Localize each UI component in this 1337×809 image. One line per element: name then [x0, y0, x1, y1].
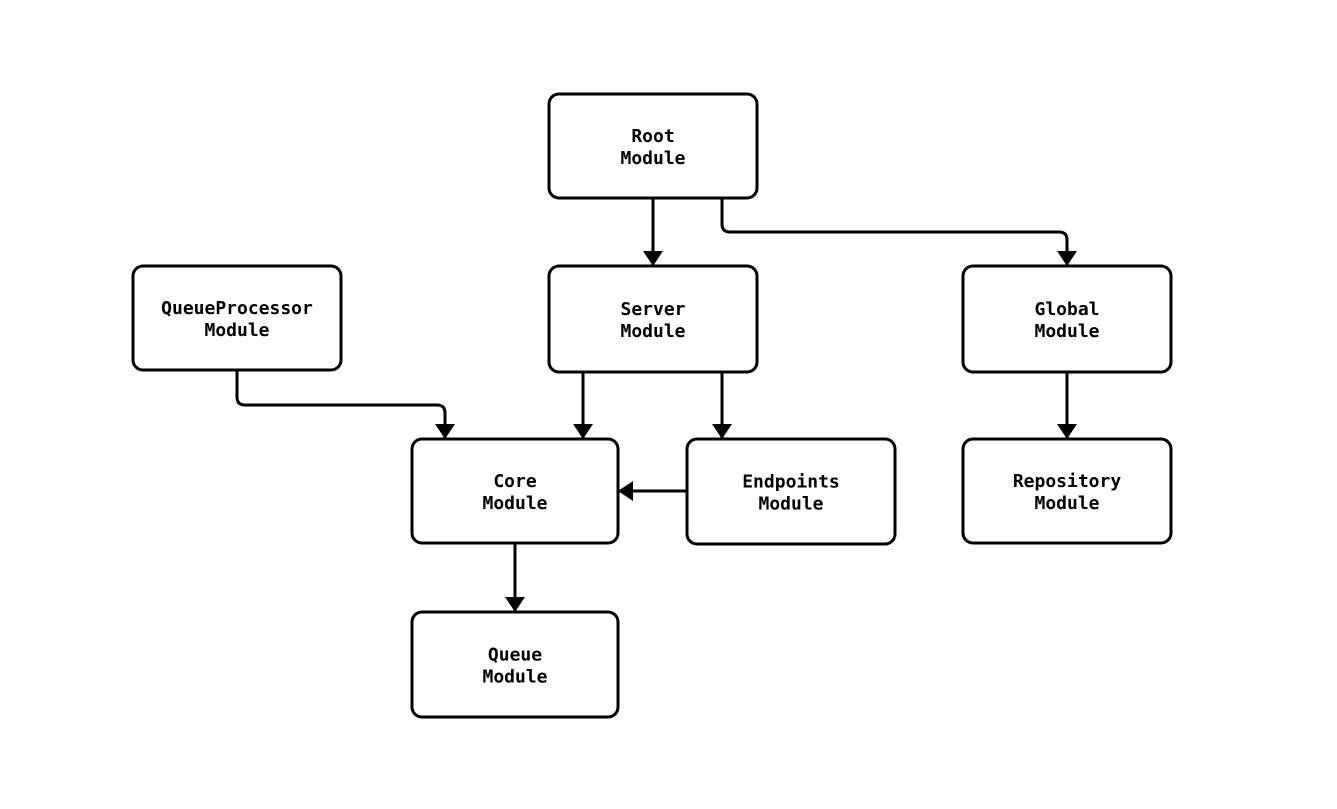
arrowhead-icon	[1057, 424, 1077, 439]
arrowhead-icon	[1057, 251, 1077, 266]
arrowhead-icon	[618, 481, 633, 501]
edge-core-to-queue	[505, 543, 525, 612]
node-label-line: Module	[620, 148, 685, 169]
edge-line-queueprocessor-to-core	[235, 370, 447, 439]
node-box-server	[547, 264, 759, 374]
node-box-global	[961, 264, 1173, 374]
arrowhead-icon	[712, 424, 732, 439]
node-label-line: Module	[758, 494, 823, 515]
node-label-line: Module	[1034, 321, 1099, 342]
node-label-line: Module	[620, 321, 685, 342]
node-box-queueprocessor	[131, 264, 343, 372]
node-label-line: Endpoints	[742, 472, 840, 493]
node-label-line: Queue	[488, 645, 542, 666]
edge-endpoints-to-core	[618, 481, 687, 501]
edge-server-to-core	[573, 372, 593, 439]
arrowhead-icon	[505, 597, 525, 612]
arrowhead-icon	[643, 251, 663, 266]
node-box-core	[410, 437, 620, 545]
node-box-endpoints	[685, 437, 897, 546]
arrowhead-icon	[573, 424, 593, 439]
edge-global-to-repository	[1057, 372, 1077, 439]
node-box-root	[547, 92, 759, 200]
edge-server-to-endpoints	[712, 372, 732, 439]
node-label-line: Module	[204, 320, 269, 341]
edge-queueprocessor-to-core	[235, 370, 455, 439]
edge-line-root-to-global	[720, 198, 1069, 266]
node-label-line: Module	[1034, 493, 1099, 514]
node-label-line: Module	[482, 493, 547, 514]
node-label-line: Root	[631, 126, 674, 147]
node-box-repository	[961, 437, 1173, 545]
node-label-line: Server	[620, 299, 685, 320]
arrowhead-icon	[435, 424, 455, 439]
node-box-queue	[410, 610, 620, 719]
edge-root-to-global	[720, 198, 1077, 266]
node-label-line: Module	[482, 667, 547, 688]
node-label-line: Repository	[1013, 471, 1122, 492]
node-label-line: QueueProcessor	[161, 298, 313, 319]
edge-root-to-server	[643, 198, 663, 266]
node-label-line: Core	[493, 471, 537, 492]
node-label-line: Global	[1034, 299, 1099, 320]
